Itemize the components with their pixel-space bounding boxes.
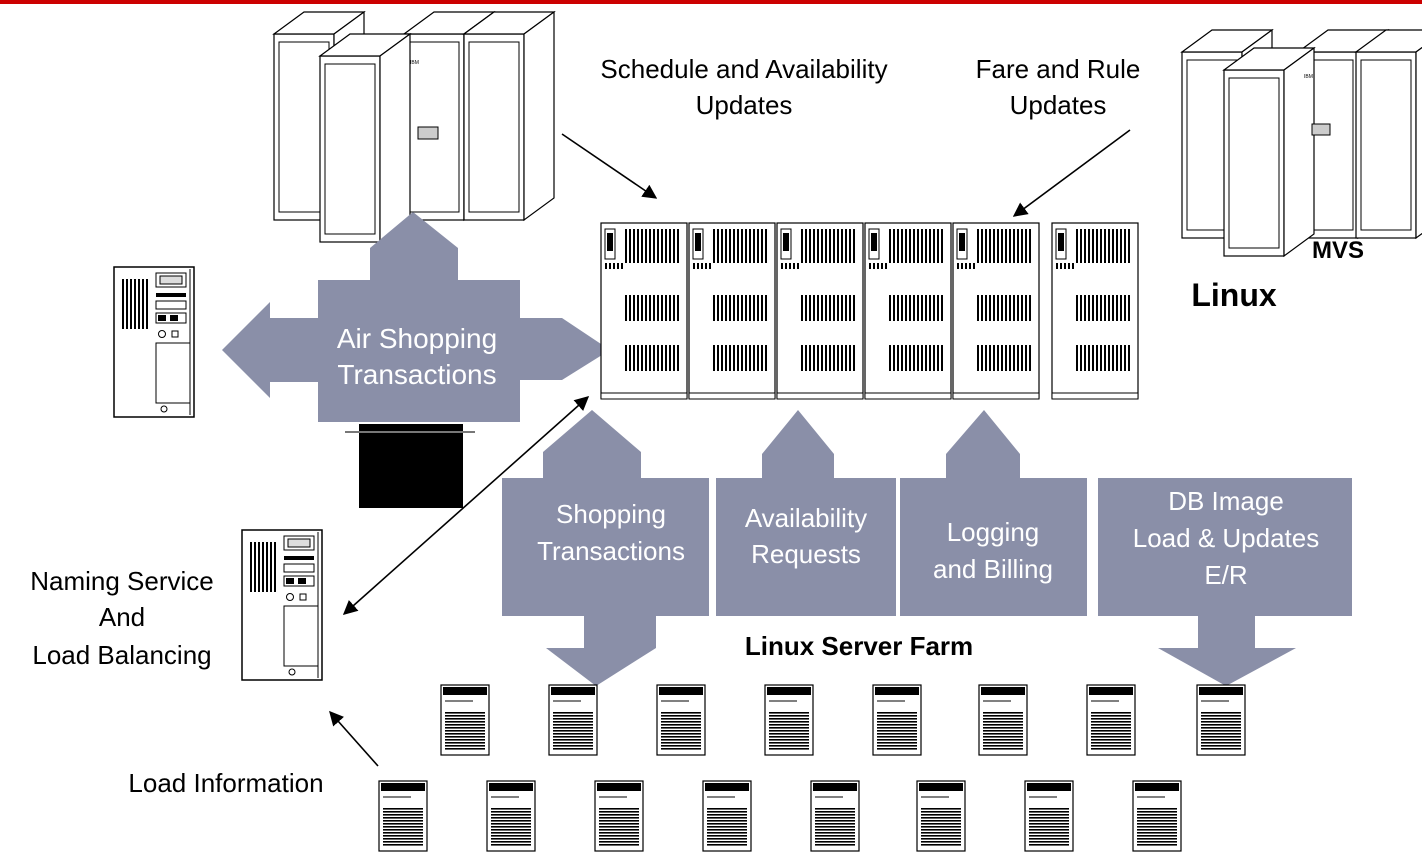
availability-requests-arrow [716, 410, 896, 616]
naming-label-line1: Naming Service [30, 566, 214, 596]
naming-label-line2: And [99, 602, 145, 632]
mainframe-mvs-icon: IBM [1181, 29, 1422, 257]
ibm-mark-right: IBM [1304, 74, 1313, 80]
server-tower-icon [113, 266, 195, 418]
naming-label-line3: Load Balancing [32, 640, 211, 670]
air-shopping-label-line1: Air Shopping [337, 323, 497, 354]
schedule-label-line1: Schedule and Availability [600, 54, 887, 84]
availability-label-line1: Availability [745, 503, 867, 533]
mvs-label: MVS [1312, 237, 1364, 264]
availability-label-line2: Requests [751, 539, 861, 569]
fare-arrow-line [1012, 129, 1131, 217]
logging-billing-arrow [900, 410, 1087, 616]
naming-linux-arrow-line [342, 396, 590, 615]
linux-label: Linux [1191, 277, 1277, 313]
schedule-label-line2: Updates [696, 90, 793, 120]
dark-block [359, 424, 463, 508]
ibm-mark-left: IBM [410, 60, 419, 66]
air-shopping-arrow [222, 212, 610, 422]
db-label-line3: E/R [1204, 560, 1247, 590]
schedule-arrow-line [561, 133, 658, 199]
naming-server-tower-icon [241, 529, 323, 681]
small-server-icon [378, 684, 1246, 852]
fare-label-line2: Updates [1010, 90, 1107, 120]
logging-label-line2: and Billing [933, 554, 1053, 584]
mainframe-icon: IBM [273, 11, 555, 243]
rack-server-icon [600, 222, 1139, 400]
shopping-label-line2: Transactions [537, 536, 685, 566]
server-farm-label: Linux Server Farm [745, 631, 973, 661]
db-image-arrow [1098, 478, 1352, 686]
db-label-line1: DB Image [1168, 486, 1284, 516]
logging-label-line1: Logging [947, 517, 1040, 547]
db-label-line2: Load & Updates [1133, 523, 1319, 553]
fare-label-line1: Fare and Rule [976, 54, 1141, 84]
load-info-arrow-line [329, 710, 379, 767]
air-shopping-label-line2: Transactions [337, 359, 496, 390]
load-info-label: Load Information [128, 768, 323, 798]
shopping-label-line1: Shopping [556, 499, 666, 529]
top-accent-bar [0, 0, 1422, 4]
